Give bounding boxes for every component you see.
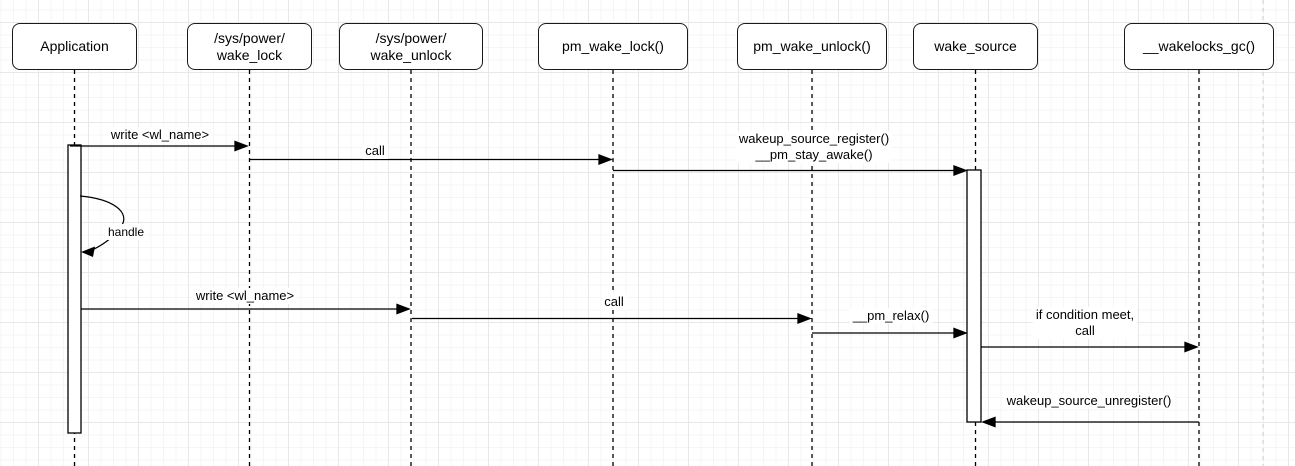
message-label-handle[interactable]: handle <box>104 224 148 240</box>
message-label-write-wl-name-1[interactable]: write <wl_name> <box>107 127 213 143</box>
arrow-pm-relax[interactable] <box>812 327 968 339</box>
message-label-write-wl-name-2[interactable]: write <wl_name> <box>192 288 298 304</box>
message-label-if-condition-call[interactable]: if condition meet, call <box>1032 307 1138 339</box>
arrow-wakeup-source-unregister[interactable] <box>981 416 1199 428</box>
arrow-call-2[interactable] <box>412 313 812 324</box>
message-label-wakeup-source-register[interactable]: wakeup_source_register() __pm_stay_awake… <box>735 131 893 163</box>
message-label-call-2[interactable]: call <box>601 294 627 310</box>
actor-box-wakelocks-gc[interactable]: __wakelocks_gc() <box>1124 23 1274 70</box>
arrow-call-1[interactable] <box>250 154 613 165</box>
arrow-write-wl-name-1[interactable] <box>70 140 249 152</box>
actor-box-pm-wake-lock[interactable]: pm_wake_lock() <box>538 23 688 70</box>
actor-box-sys-wake-lock[interactable]: /sys/power/ wake_lock <box>187 23 312 70</box>
activation-bar-wake-source[interactable] <box>966 169 982 423</box>
arrow-if-condition-call[interactable] <box>981 341 1199 353</box>
actor-box-pm-wake-unlock[interactable]: pm_wake_unlock() <box>737 23 887 70</box>
actor-box-sys-wake-unlock[interactable]: /sys/power/ wake_unlock <box>339 23 483 70</box>
arrow-wakeup-source-register[interactable] <box>613 165 968 176</box>
arrow-write-wl-name-2[interactable] <box>81 303 411 315</box>
activation-bar-application[interactable] <box>67 144 82 434</box>
actor-box-application[interactable]: Application <box>12 23 137 70</box>
message-label-call-1[interactable]: call <box>362 143 388 159</box>
actor-box-wake-source[interactable]: wake_source <box>913 23 1038 70</box>
message-label-wakeup-source-unregister[interactable]: wakeup_source_unregister() <box>1003 393 1175 409</box>
message-label-pm-relax[interactable]: __pm_relax() <box>849 308 933 324</box>
